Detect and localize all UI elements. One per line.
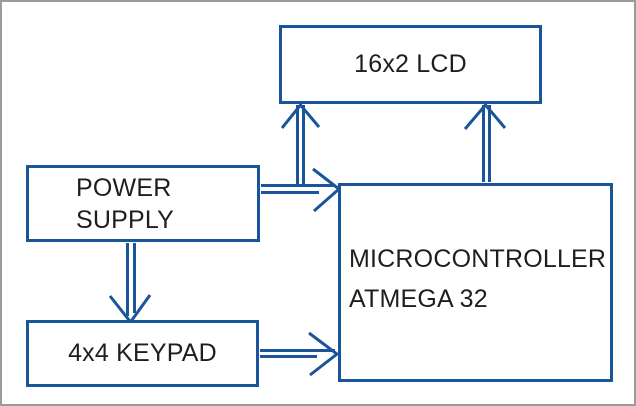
microcontroller-label-line1: MICROCONTROLLER — [349, 244, 607, 273]
power-supply-label-line2: SUPPLY — [76, 205, 175, 234]
arrow-bus-to-lcd — [280, 102, 321, 187]
microcontroller-label-line2: ATMEGA 32 — [349, 284, 488, 313]
arrow-keypad-to-microcontroller — [260, 331, 340, 377]
arrow-microcontroller-to-lcd — [463, 102, 507, 182]
keypad-block: 4x4 KEYPAD — [26, 320, 259, 387]
power-supply-label-line1: POWER — [76, 173, 172, 202]
arrow-power-to-microcontroller — [261, 167, 342, 213]
keypad-label: 4x4 KEYPAD — [68, 339, 217, 367]
lcd-block: 16x2 LCD — [279, 25, 542, 104]
power-supply-block: POWER SUPPLY — [26, 165, 260, 242]
arrow-power-to-keypad — [108, 243, 152, 325]
lcd-label: 16x2 LCD — [354, 50, 467, 78]
microcontroller-block: MICROCONTROLLER ATMEGA 32 — [338, 183, 613, 382]
